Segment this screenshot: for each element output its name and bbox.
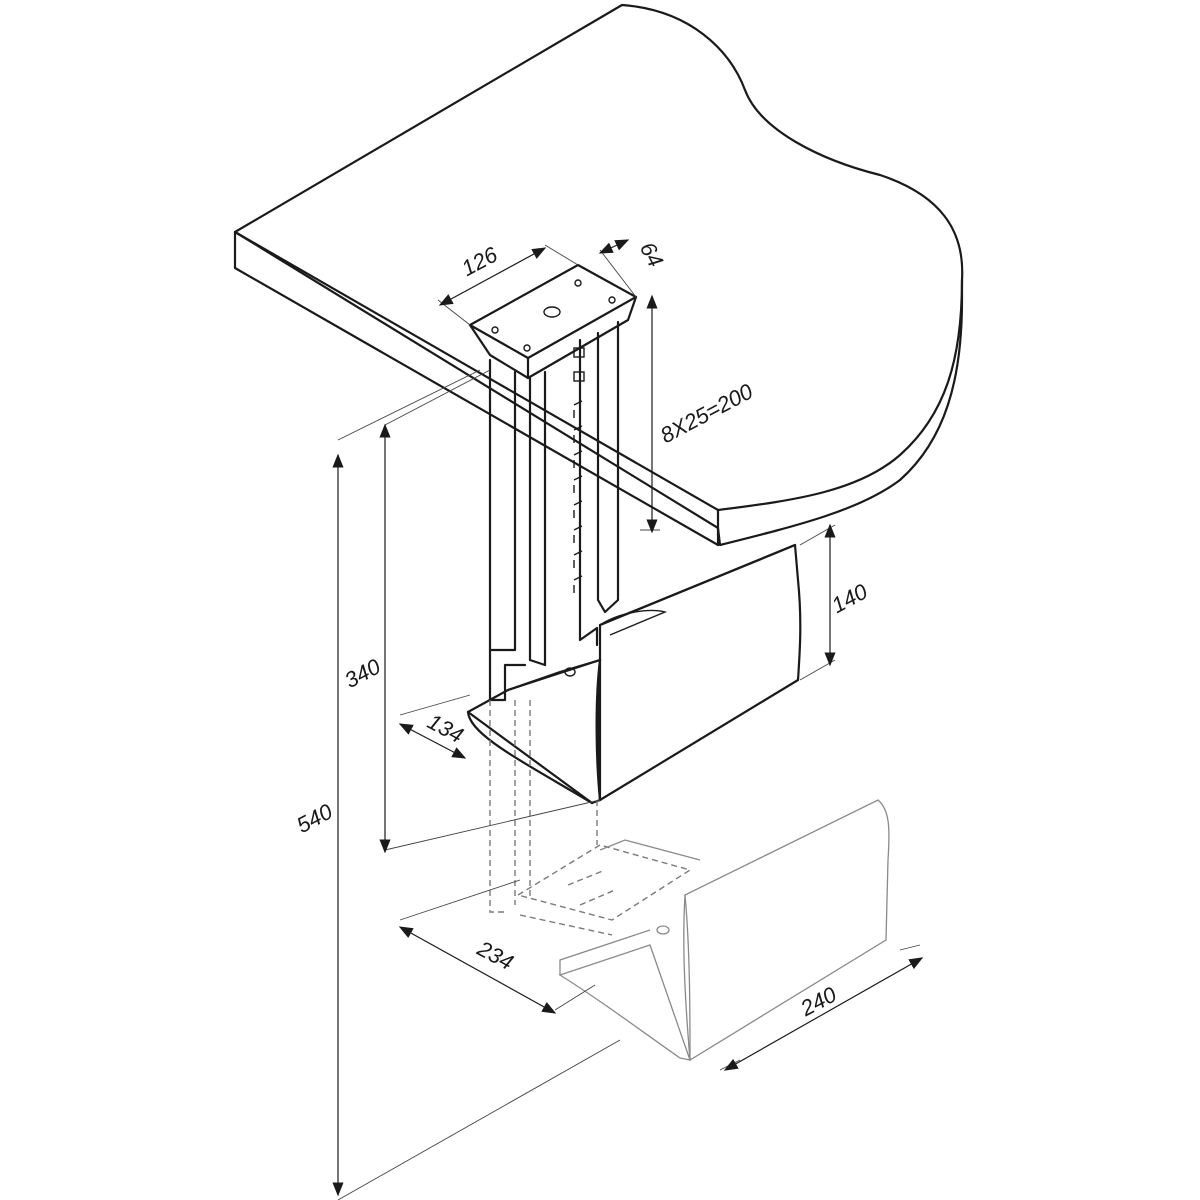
dim-line-134 [398,723,467,759]
label-240: 240 [796,981,842,1021]
dim-line-64 [598,239,630,254]
vertical-rails [488,320,620,702]
label-134: 134 [423,709,467,748]
label-234: 234 [473,935,518,975]
label-adjustment: 8X25=200 [656,378,758,448]
mounting-bracket [468,263,638,380]
cpu-holder-lower-ghost [489,700,890,1062]
dim-line-234 [398,926,557,1014]
dim-line-126 [438,247,547,306]
extension-lines [337,244,921,1200]
dimension-lines [332,239,924,1197]
desk-top [233,3,964,547]
label-64: 64 [635,238,669,271]
label-340: 340 [340,653,385,693]
label-540: 540 [292,798,337,838]
dim-line-240 [723,957,924,1071]
label-140: 140 [827,578,872,618]
cpu-holder-upper [466,543,802,805]
